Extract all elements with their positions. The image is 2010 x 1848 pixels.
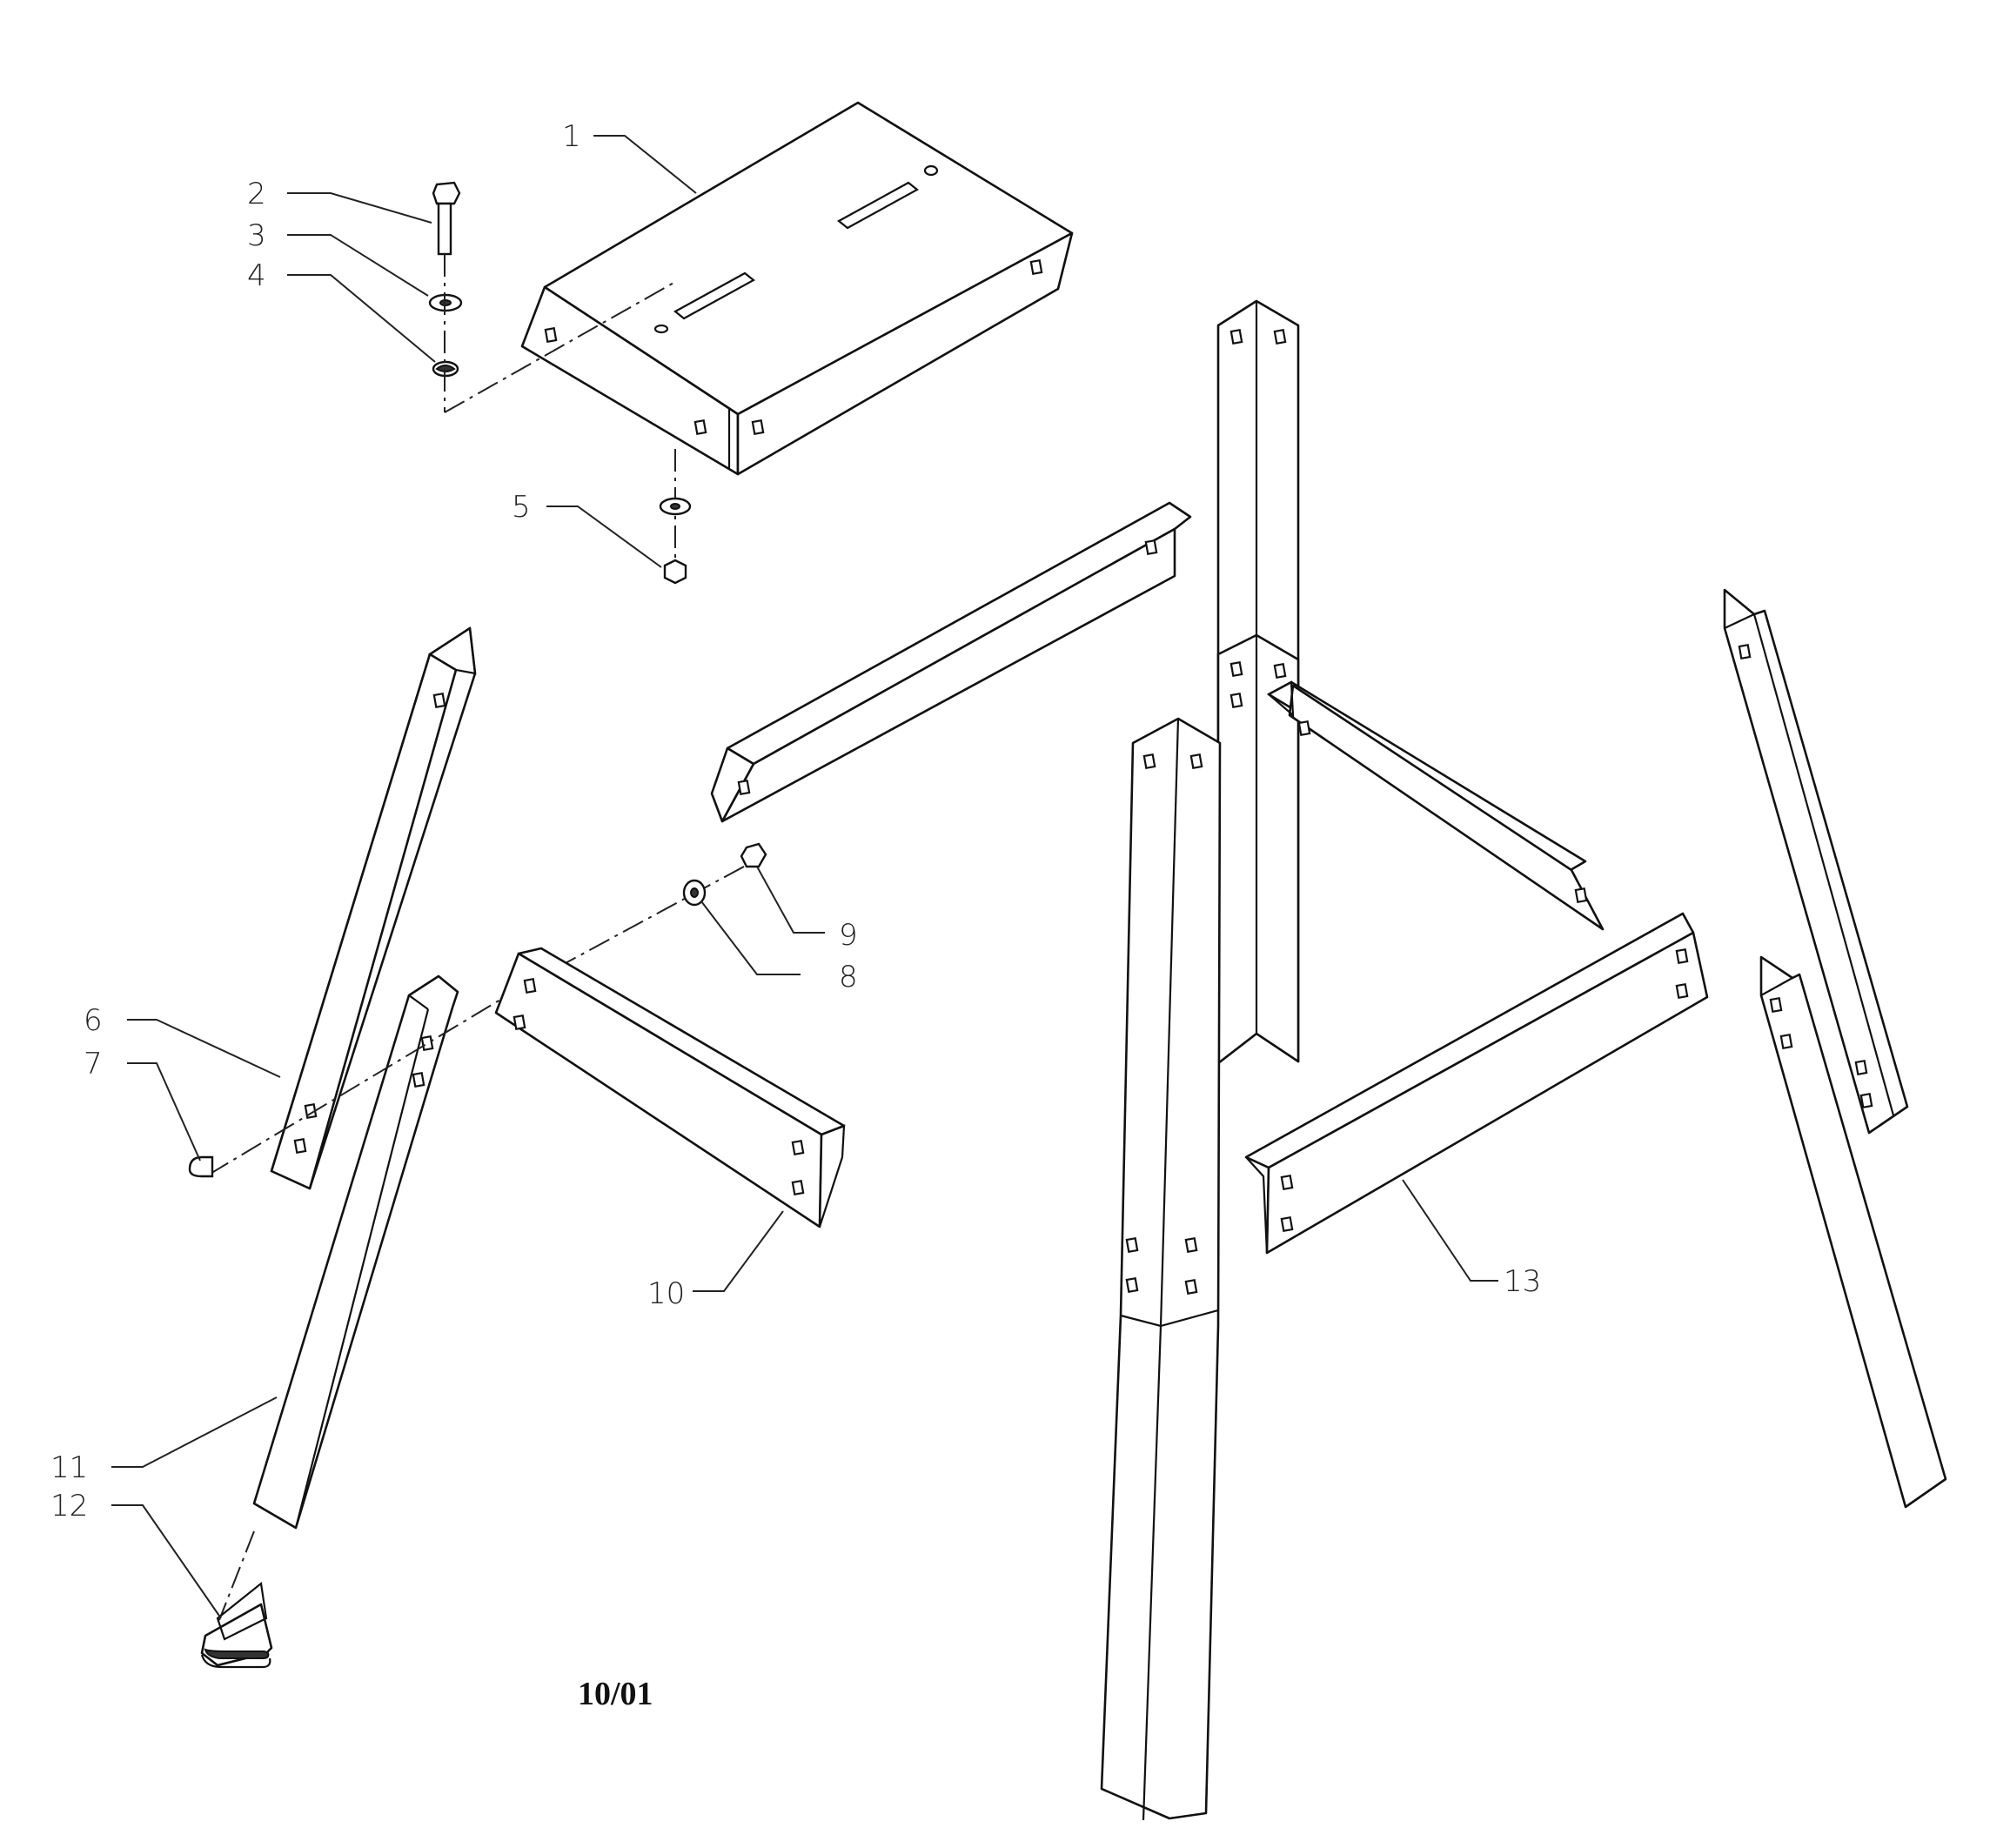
callout-9: 9: [839, 918, 858, 953]
hardware-washer-nut: [659, 449, 692, 585]
part-lower-brace: [1244, 912, 1709, 1255]
part-left-leg-upper: [270, 626, 477, 1190]
callout-5: 5: [512, 490, 531, 525]
callout-1: 1: [562, 119, 581, 154]
part-rear-corner-post: [1216, 299, 1300, 1065]
callout-11: 11: [50, 1450, 88, 1485]
part-front-corner-leg: [1100, 717, 1222, 1821]
callout-8: 8: [839, 960, 858, 994]
callout-12: 12: [50, 1489, 88, 1523]
callout-10: 10: [647, 1276, 685, 1311]
part-upper-long-brace: [710, 501, 1192, 823]
callout-leaders: [111, 135, 1498, 1619]
hardware-carriage-bolt: [188, 860, 754, 1178]
part-top-plate: [520, 101, 1074, 476]
callout-6: 6: [84, 1003, 103, 1038]
part-front-brace: [494, 947, 846, 1229]
callout-2: 2: [247, 177, 266, 211]
part-left-leg-long: [252, 974, 459, 1530]
hardware-bolt-washer-stack: [428, 181, 676, 413]
callout-labels: 1 2 3 4 5 6 7 8 9 10 11 12 13: [50, 119, 1541, 1523]
callout-3: 3: [247, 218, 266, 253]
revision-date-code: 10/01: [578, 1676, 653, 1712]
part-right-leg-upper: [1723, 588, 1909, 1135]
callout-4: 4: [247, 258, 266, 293]
part-right-leg-long: [1759, 955, 1947, 1509]
callout-13: 13: [1504, 1264, 1541, 1299]
part-rear-side-brace: [1267, 680, 1605, 931]
part-rubber-foot: [200, 1530, 273, 1669]
callout-7: 7: [84, 1047, 103, 1081]
hardware-washer-nut-mid: [682, 842, 767, 907]
